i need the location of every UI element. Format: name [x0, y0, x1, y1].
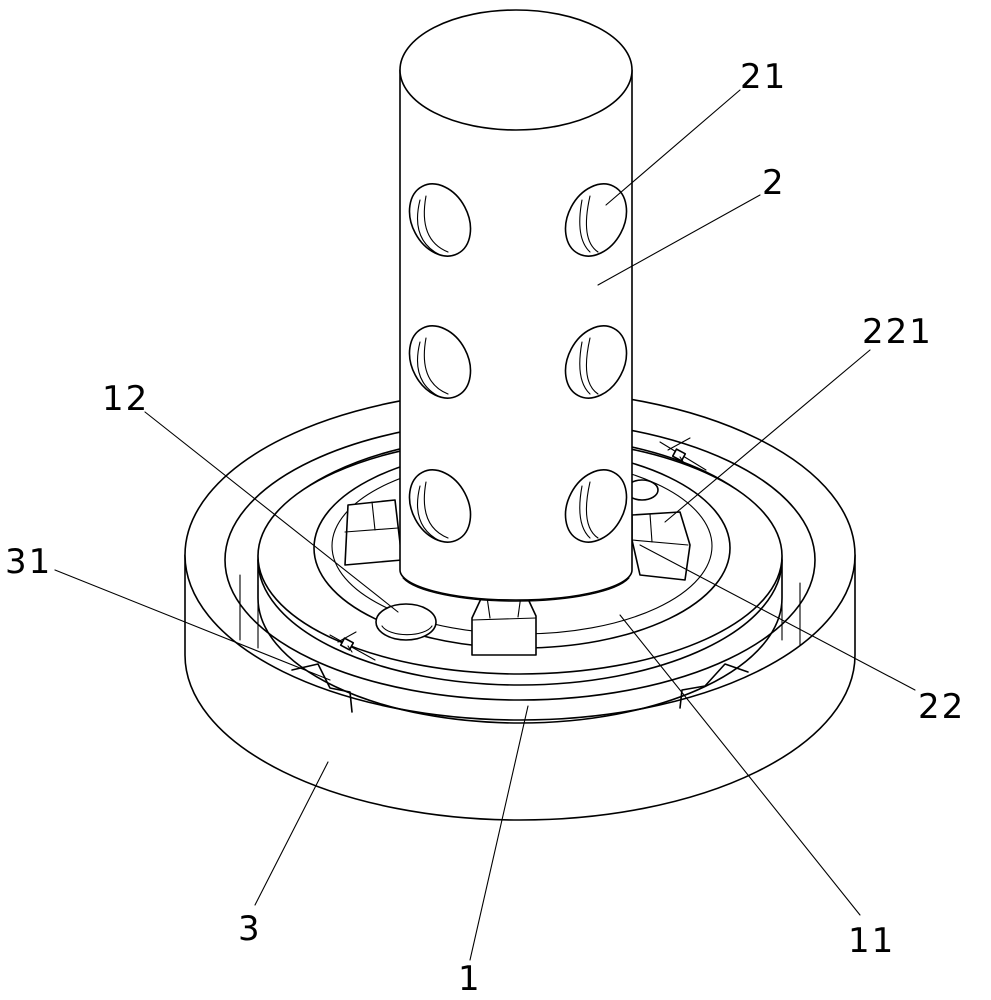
leader-lines — [54, 89, 916, 961]
hole-icon — [564, 183, 628, 257]
leader-3 — [254, 761, 329, 906]
leader-2 — [597, 194, 761, 286]
label-221: 221 — [862, 312, 933, 352]
leader-221 — [664, 349, 871, 523]
leader-31 — [54, 569, 331, 681]
fastener-left-icon — [329, 631, 376, 661]
fastener-right-icon — [659, 437, 707, 471]
hole-icon — [564, 325, 628, 399]
cylinder-holes — [408, 183, 628, 543]
leader-11 — [619, 614, 861, 916]
reference-labels: 21 2 221 12 31 22 3 1 11 — [5, 57, 965, 999]
label-2: 2 — [762, 163, 786, 203]
lug-left — [344, 499, 403, 566]
hole-icon — [408, 469, 472, 543]
label-21: 21 — [740, 57, 787, 97]
leader-22 — [639, 544, 916, 691]
label-22: 22 — [918, 687, 965, 727]
label-31: 31 — [5, 542, 52, 582]
label-11: 11 — [848, 921, 895, 961]
label-12: 12 — [102, 379, 149, 419]
hole-icon — [408, 325, 472, 399]
lug-right — [631, 511, 691, 581]
leader-1 — [469, 705, 529, 961]
leader-21 — [605, 89, 741, 206]
leader-12 — [144, 411, 399, 613]
hole-icon — [408, 183, 472, 257]
hole-icon — [564, 469, 628, 543]
label-3: 3 — [238, 909, 262, 949]
label-1: 1 — [458, 959, 482, 999]
